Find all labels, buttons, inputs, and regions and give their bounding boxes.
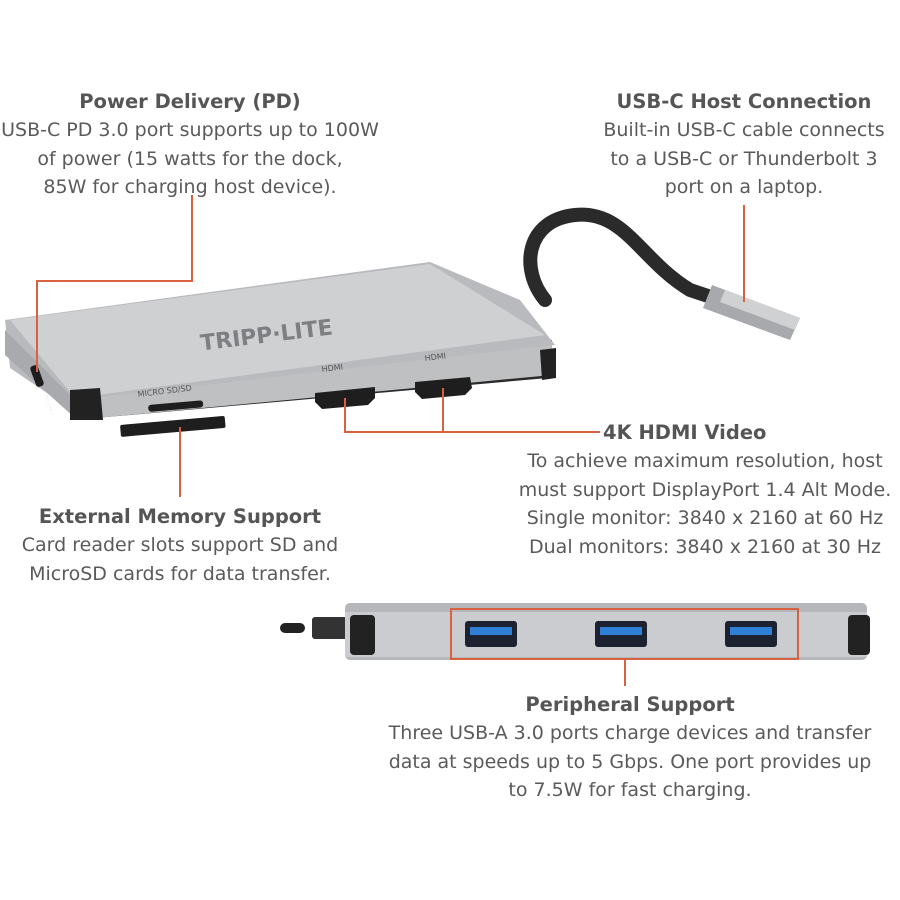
pd-leader-line — [36, 195, 193, 372]
memory-callout: External Memory Support Card reader slot… — [0, 503, 360, 588]
power-delivery-title: Power Delivery (PD) — [79, 90, 301, 113]
usbc-pd-port — [30, 365, 44, 387]
hdmi-video-callout: 4K HDMI Video To achieve maximum resolut… — [500, 419, 900, 561]
callout-line: USB-C PD 3.0 port supports up to 100W — [1, 119, 379, 141]
peripheral-title: Peripheral Support — [525, 693, 735, 716]
dock-top-view: TRIPP·LITE MICRO SD/SD HDMI HDMI PD ONLY — [5, 262, 556, 437]
callout-line: Card reader slots support SD and — [21, 534, 339, 556]
peripheral-callout: Peripheral Support Three USB-A 3.0 ports… — [370, 691, 890, 805]
hdmi-video-title: 4K HDMI Video — [603, 421, 767, 444]
usb-a-port-2 — [595, 621, 647, 647]
usbc-host-title: USB-C Host Connection — [616, 90, 872, 113]
callout-line: MicroSD cards for data transfer. — [29, 562, 331, 585]
callout-line: Single monitor: 3840 x 2160 at 60 Hz — [526, 507, 884, 529]
sd-slot — [120, 416, 226, 437]
usbc-host-callout: USB-C Host Connection Built-in USB-C cab… — [584, 88, 900, 202]
callout-line: Three USB-A 3.0 ports charge devices and… — [388, 722, 872, 744]
usbc-connector — [703, 285, 800, 340]
callout-line: To achieve maximum resolution, host — [527, 450, 883, 472]
hdmi-leader-line — [344, 398, 600, 433]
usb-a-port-3 — [725, 621, 777, 647]
callout-line: data at speeds up to 5 Gbps. One port pr… — [388, 750, 872, 773]
callout-line: Built-in USB-C cable connects — [603, 119, 885, 141]
microsd-slot — [148, 400, 204, 412]
memory-title: External Memory Support — [38, 505, 322, 528]
callout-line: of power (15 watts for the dock, — [37, 147, 343, 170]
callout-line: to a USB-C or Thunderbolt 3 — [610, 147, 878, 170]
callout-line: Dual monitors: 3840 x 2160 at 30 Hz — [529, 535, 881, 558]
label-hdmi-2: HDMI — [424, 351, 446, 363]
usbc-cable — [523, 207, 727, 307]
callout-line: port on a laptop. — [664, 176, 824, 198]
callout-line: must support DisplayPort 1.4 Alt Mode. — [518, 478, 892, 501]
label-hdmi-1: HDMI — [321, 362, 343, 374]
power-delivery-callout: Power Delivery (PD) USB-C PD 3.0 port su… — [0, 88, 390, 202]
callout-line: 85W for charging host device). — [43, 176, 337, 198]
usb-a-port-1 — [465, 621, 517, 647]
dock-side-view — [280, 603, 870, 660]
leader-lines — [36, 195, 799, 686]
callout-line: to 7.5W for fast charging. — [508, 779, 752, 801]
